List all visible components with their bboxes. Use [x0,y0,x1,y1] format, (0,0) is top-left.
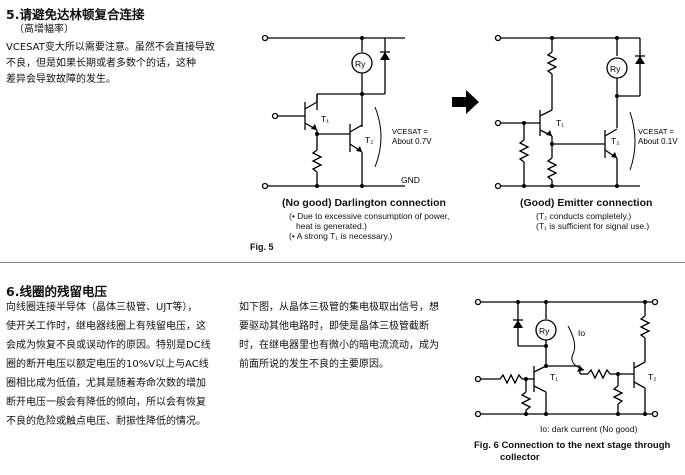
emitter-circuit-diagram: Ry T₁ T₂ VCESAT = About 0.1V [494,34,678,190]
ry-label: Ry [355,59,366,69]
left-note-3: (• A strong T₁ is necessary.) [289,231,393,241]
right-note-1: (T₂ conducts completely.) [536,211,632,221]
ry-label-right: Ry [610,64,621,74]
io-label: Io [578,328,585,338]
fig6-caption-1: Fig. 6 Connection to the next stage thro… [474,440,671,451]
section5-subheading: （高增幅率） [14,24,74,35]
t2-label-fig6: T₂ [648,372,657,382]
section5-heading: 5.请避免达林顿复合连接 [6,7,145,22]
fig5-label: Fig. 5 [250,242,274,252]
vcesat-label-right: VCESAT = [638,127,674,136]
left-note-1: (• Due to excessive consumption of power… [289,211,450,221]
dark-current-note: Io: dark current (No good) [540,424,638,434]
fig6-caption-2: collector [500,452,540,463]
right-note-2: (T₁ is sufficient for signal use.) [536,221,650,231]
left-note-2: heat is generated.) [296,221,367,231]
section6-heading: 6.线圈的残留电压 [6,284,107,299]
left-circuit-title: (No good) Darlington connection [282,197,446,209]
right-circuit-title: (Good) Emitter connection [520,197,653,209]
t1-label: T₁ [321,114,329,124]
ry-label-fig6: Ry [539,326,550,336]
vcesat-value: About 0.7V [392,137,432,146]
collector-connection-circuit: Ry Io T₁ T₂ [474,298,659,418]
vcesat-value-right: About 0.1V [638,137,678,146]
section5-body: VCESAT变大所以需要注意。虽然不会直接导致 不良，但是如果长期或者多数个的话… [6,42,215,85]
section6-body-mid: 如下图，从晶体三极管的集电极取出信号，想 要驱动其他电路时，即使是晶体三极管截断… [239,302,439,370]
t2-label-right: T₂ [611,136,620,146]
right-arrow-icon [452,90,479,114]
t1-label-fig6: T₁ [550,372,558,382]
t2-label: T₂ [365,135,374,145]
gnd-label: GND [401,175,420,185]
darlington-circuit-diagram: Ry T₁ T₂ VCESAT = About 0.7V GND [261,34,432,190]
vcesat-label: VCESAT = [392,127,428,136]
t1-label-right: T₁ [556,118,564,128]
section6-body-left: 向线圈连接半导体（晶体三极管、UJT等）， 使开关工作时，继电器线圈上有残留电压… [6,302,211,427]
section-divider [0,262,685,263]
